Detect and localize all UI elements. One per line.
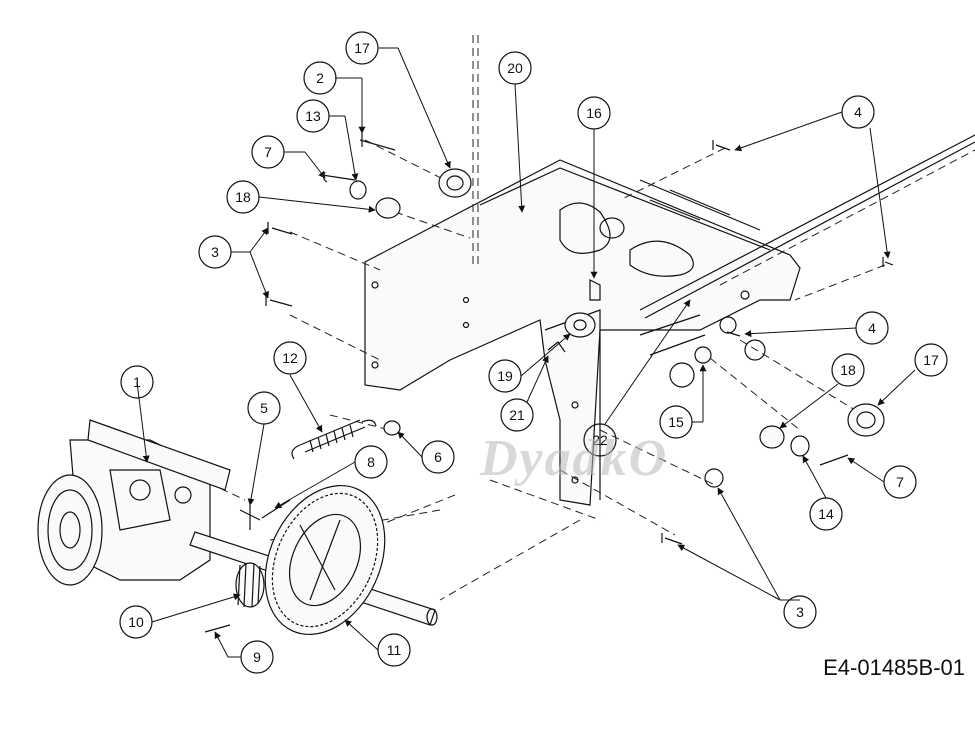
svg-text:10: 10: [128, 614, 144, 630]
callout-18-left: 18: [226, 180, 376, 214]
callout-21: 21: [500, 355, 549, 432]
callout-3-right: 3: [677, 487, 817, 629]
svg-text:12: 12: [282, 350, 298, 366]
callout-7-right: 7: [847, 457, 917, 499]
svg-text:2: 2: [316, 70, 324, 86]
hardware-parts: [204, 133, 894, 633]
svg-text:4: 4: [854, 104, 862, 120]
callout-8: 8: [274, 445, 388, 509]
callout-labels: 1 2 3 3 4: [119, 31, 948, 674]
callout-4-mid: 4: [744, 311, 889, 345]
callout-15: 15: [659, 364, 707, 439]
callout-17-right: 17: [877, 343, 948, 406]
svg-text:18: 18: [840, 362, 856, 378]
svg-text:16: 16: [586, 105, 602, 121]
callout-6: 6: [397, 431, 455, 474]
svg-text:22: 22: [592, 432, 608, 448]
callout-20: 20: [498, 51, 532, 213]
svg-text:14: 14: [818, 506, 834, 522]
callout-11: 11: [344, 619, 411, 667]
callout-4-top: 4: [734, 95, 891, 259]
svg-text:15: 15: [668, 414, 684, 430]
svg-text:5: 5: [260, 400, 268, 416]
svg-text:6: 6: [434, 449, 442, 465]
svg-text:8: 8: [367, 454, 375, 470]
transmission-part: [37, 419, 231, 586]
svg-text:7: 7: [896, 474, 904, 490]
callout-9: 9: [214, 631, 274, 674]
svg-text:18: 18: [235, 189, 251, 205]
assembly-guide-lines: [149, 35, 886, 601]
svg-text:13: 13: [305, 108, 321, 124]
callout-10: 10: [119, 593, 241, 639]
callout-12: 12: [273, 341, 323, 433]
callout-1: 1: [120, 365, 154, 463]
callout-3-left: 3: [198, 227, 269, 299]
svg-text:3: 3: [211, 244, 219, 260]
svg-text:20: 20: [507, 60, 523, 76]
callout-18-right: 18: [779, 353, 865, 429]
callout-5: 5: [247, 391, 281, 506]
svg-text:1: 1: [133, 374, 141, 390]
svg-text:9: 9: [253, 649, 261, 665]
callout-19: 19: [488, 333, 571, 393]
callout-14: 14: [802, 455, 843, 531]
svg-text:19: 19: [497, 368, 513, 384]
svg-text:4: 4: [868, 320, 876, 336]
callout-7-left: 7: [251, 135, 326, 179]
small-pinion-gear: [235, 562, 265, 608]
callout-13: 13: [296, 99, 359, 181]
callout-22: 22: [583, 299, 691, 457]
diagram-code: E4-01485B-01: [823, 655, 965, 680]
svg-text:21: 21: [509, 407, 525, 423]
control-cables: [639, 134, 975, 319]
svg-text:7: 7: [264, 144, 272, 160]
callout-17-top: 17: [345, 31, 451, 169]
watermark-text: DyadkO: [479, 430, 668, 487]
svg-text:17: 17: [923, 352, 939, 368]
callout-16: 16: [577, 96, 611, 279]
large-spur-gear: [264, 484, 386, 636]
svg-text:11: 11: [387, 642, 402, 658]
svg-text:3: 3: [796, 604, 804, 620]
callout-2: 2: [303, 61, 366, 134]
extension-spring: [291, 419, 377, 460]
svg-text:17: 17: [354, 40, 370, 56]
